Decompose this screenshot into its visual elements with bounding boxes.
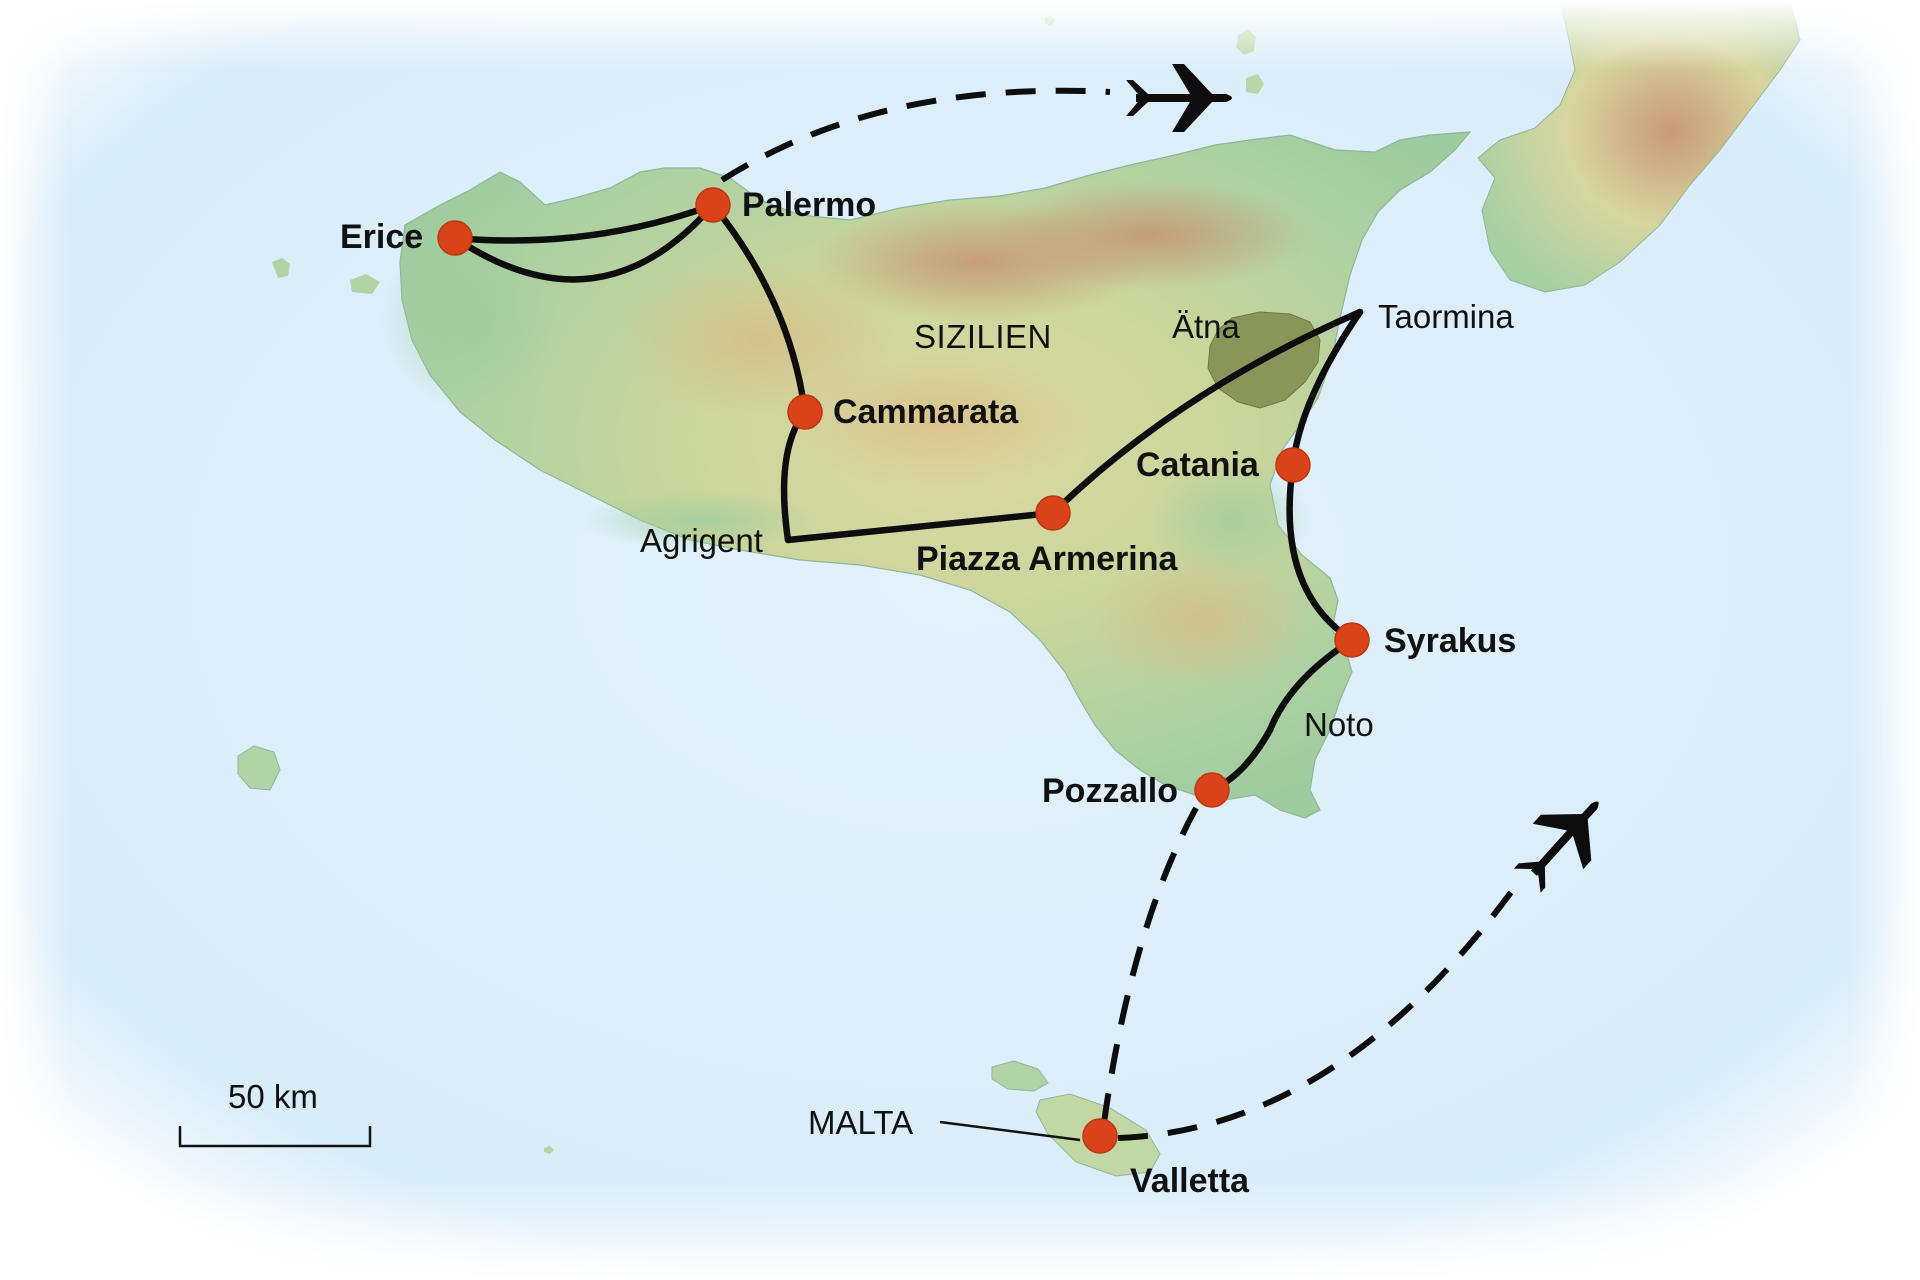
island-label-malta: MALTA — [808, 1104, 913, 1141]
gozo-island — [991, 1060, 1049, 1092]
stop-label-cammarata: Cammarata — [833, 393, 1019, 431]
egadi-island — [272, 258, 290, 278]
region-label-sizilien: SIZILIEN — [914, 318, 1052, 355]
volcano-label-etna: Ätna — [1172, 308, 1241, 345]
airplane-icon — [1513, 801, 1599, 893]
flight-route-departure — [1117, 878, 1523, 1141]
islet — [544, 1146, 554, 1154]
edge-fade — [0, 1180, 1920, 1280]
stop-marker-cammarata[interactable] — [787, 394, 823, 430]
scale-label: 50 km — [228, 1078, 318, 1115]
route-agrigent-piazza-armerina — [784, 509, 1057, 544]
stop-label-palermo: Palermo — [742, 186, 876, 224]
route-erice-palermo-south — [451, 201, 717, 283]
stop-marker-pozzallo[interactable] — [1194, 772, 1230, 808]
flight-route-pozzallo-valletta — [1100, 806, 1199, 1131]
pantelleria-island — [237, 745, 281, 791]
stop-marker-palermo[interactable] — [695, 187, 731, 223]
stop-label-pozzallo: Pozzallo — [1042, 772, 1178, 810]
terrain-mountains — [990, 180, 1310, 290]
airplane-icon — [1126, 64, 1232, 132]
terrain-lowlands — [1150, 460, 1310, 580]
calabria-landmass — [1477, 0, 1801, 293]
stop-label-syrakus: Syrakus — [1384, 622, 1516, 660]
stop-label-valletta: Valletta — [1130, 1162, 1250, 1200]
stop-marker-catania[interactable] — [1275, 447, 1311, 483]
route-syrakus-noto-pozzallo — [1208, 636, 1356, 794]
flight-route-arrival — [720, 87, 1111, 183]
terrain-mountains — [1090, 550, 1310, 690]
edge-fade — [0, 0, 1920, 70]
terrain-mountains — [780, 350, 1100, 490]
stop-marker-syrakus[interactable] — [1334, 622, 1370, 658]
edge-fade — [0, 0, 70, 1280]
stop-label-catania: Catania — [1136, 446, 1260, 484]
edge-fade — [1850, 0, 1920, 1280]
route-erice-palermo-north — [451, 201, 717, 244]
route-piazza-armerina-taormina — [1049, 308, 1364, 517]
waypoint-label-noto: Noto — [1304, 706, 1374, 743]
terrain-lowlands — [380, 230, 560, 410]
stop-marker-valletta[interactable] — [1082, 1118, 1118, 1154]
stop-label-erice: Erice — [340, 218, 423, 256]
stop-marker-piazza-armerina[interactable] — [1035, 495, 1071, 531]
terrain-lowlands — [580, 490, 820, 550]
egadi-island — [350, 274, 380, 294]
stop-label-piazza-armerina: Piazza Armerina — [916, 540, 1178, 578]
malta-leader-line — [939, 1120, 1081, 1142]
waypoint-label-taormina: Taormina — [1378, 298, 1514, 335]
scale-bar: 50 km — [178, 1078, 372, 1148]
waypoint-label-agrigent: Agrigent — [640, 522, 763, 559]
scale-line — [178, 1126, 372, 1148]
aeolian-island — [1246, 74, 1264, 94]
route-palermo-cammarata — [709, 201, 809, 416]
route-catania-syrakus — [1286, 461, 1356, 644]
stop-marker-erice[interactable] — [437, 220, 473, 256]
